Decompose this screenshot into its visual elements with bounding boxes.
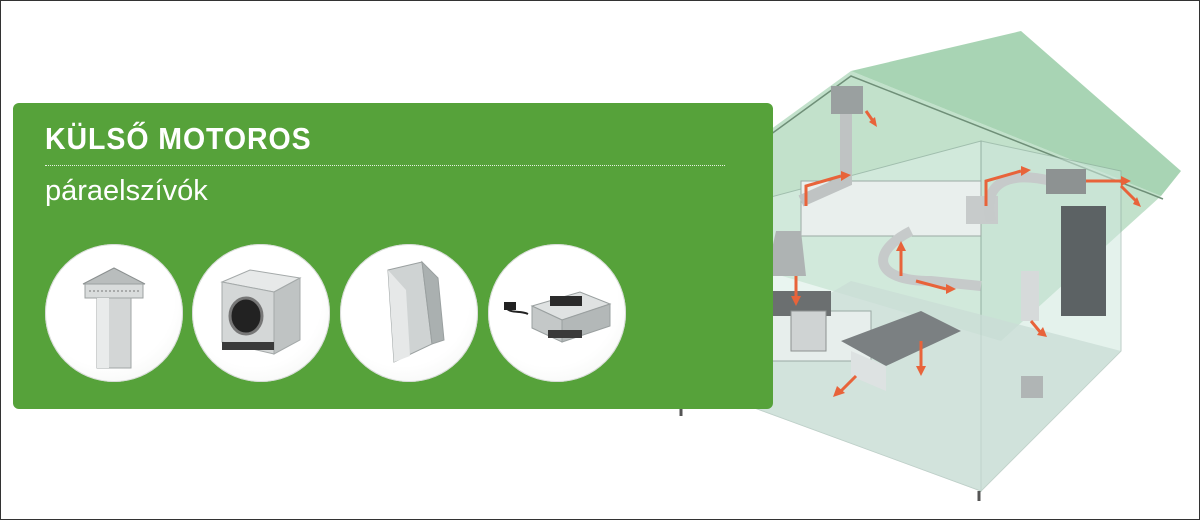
inline-fan-box-icon: [220, 269, 302, 355]
product-in-cabinet-blower[interactable]: [488, 244, 626, 382]
in-cabinet-blower-icon: [504, 291, 612, 343]
wall-outlet-duct-icon: [387, 260, 445, 363]
banner-subtitle: páraelszívók: [45, 175, 208, 207]
product-roof-chimney[interactable]: [45, 244, 183, 382]
banner-title: KÜLSŐ MOTOROS: [45, 121, 312, 156]
title-divider: [45, 165, 725, 166]
product-inline-fan-box[interactable]: [192, 244, 330, 382]
roof-chimney-cap-icon: [82, 267, 146, 369]
product-wall-outlet-duct[interactable]: [340, 244, 478, 382]
